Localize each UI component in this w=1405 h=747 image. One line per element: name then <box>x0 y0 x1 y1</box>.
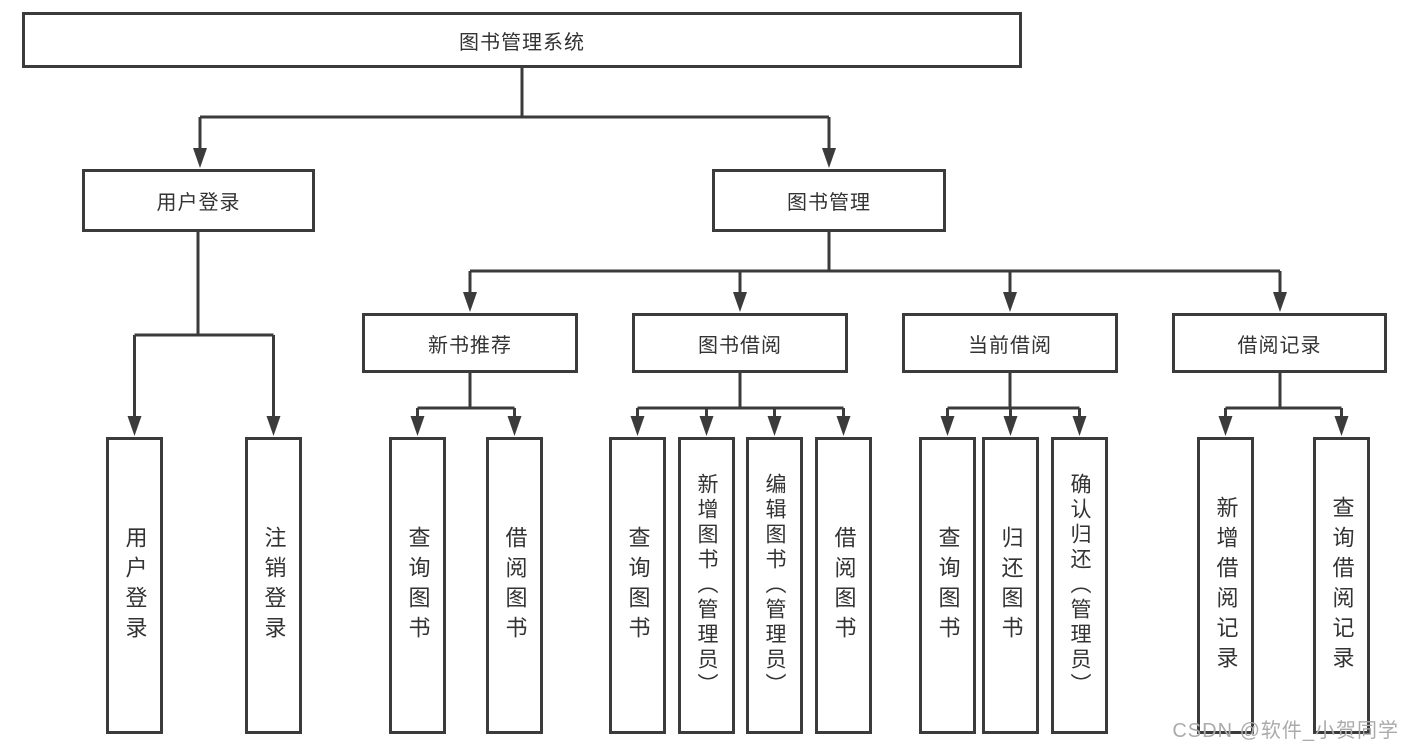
leaf-query-books-1: 查询图书 <box>389 437 446 734</box>
arrowhead-leaf-add-book <box>699 416 714 436</box>
leaf-user-login: 用户登录 <box>106 437 163 734</box>
arrowhead-borrow-records <box>1273 292 1287 312</box>
leaf-confirm-return-admin: 确认归还（管理员） <box>1051 437 1108 734</box>
leaf-add-book-admin: 新增图书（管理员） <box>678 437 735 734</box>
arrowhead-leaf-borrow-books-2 <box>836 416 851 436</box>
leaf-borrow-books-1: 借阅图书 <box>486 437 543 734</box>
arrowhead-leaf-add-borrow-record <box>1218 416 1233 436</box>
csdn-watermark: CSDN @软件_小贺同学 <box>1172 720 1399 742</box>
arrowhead-leaf-confirm-return <box>1072 416 1087 436</box>
connector-user-login-children <box>133 232 275 417</box>
arrowhead-new-book-recommend <box>463 292 477 312</box>
node-borrow-records: 借阅记录 <box>1172 313 1387 373</box>
node-book-management: 图书管理 <box>712 169 946 232</box>
arrowhead-book-management <box>822 148 836 168</box>
node-user-login: 用户登录 <box>82 169 315 232</box>
connector-new-book-recommend-children <box>416 373 516 417</box>
leaf-query-books-3: 查询图书 <box>919 437 976 734</box>
arrowhead-leaf-return-book <box>1003 416 1018 436</box>
arrowhead-user-login <box>193 148 207 168</box>
leaf-query-books-2: 查询图书 <box>609 437 666 734</box>
arrowhead-leaf-query-books-3 <box>940 416 955 436</box>
connector-book-borrow-children <box>636 373 845 417</box>
leaf-add-borrow-record: 新增借阅记录 <box>1197 437 1254 734</box>
arrowhead-leaf-borrow-books-1 <box>507 416 522 436</box>
leaf-logout: 注销登录 <box>245 437 302 734</box>
connector-current-borrow-children <box>946 373 1081 417</box>
connector-book-management-children <box>468 232 1282 293</box>
node-book-borrow: 图书借阅 <box>632 313 848 373</box>
node-current-borrow: 当前借阅 <box>902 313 1118 373</box>
arrowhead-leaf-edit-book <box>767 416 782 436</box>
node-new-book-recommend: 新书推荐 <box>362 313 578 373</box>
leaf-borrow-books-2: 借阅图书 <box>815 437 872 734</box>
leaf-return-book: 归还图书 <box>982 437 1039 734</box>
arrowhead-current-borrow <box>1003 292 1017 312</box>
connector-borrow-records-children <box>1224 373 1343 417</box>
connector-root-to-level2 <box>198 68 831 149</box>
arrowhead-leaf-logout <box>266 416 281 436</box>
arrowhead-leaf-user-login <box>127 416 142 436</box>
arrowhead-leaf-query-borrow-record <box>1334 416 1349 436</box>
arrowhead-leaf-query-books-2 <box>630 416 645 436</box>
node-library-management-system: 图书管理系统 <box>22 12 1022 68</box>
arrowhead-leaf-query-books-1 <box>410 416 425 436</box>
arrowhead-book-borrow <box>733 292 747 312</box>
leaf-edit-book-admin: 编辑图书（管理员） <box>746 437 803 734</box>
leaf-query-borrow-record: 查询借阅记录 <box>1313 437 1370 734</box>
